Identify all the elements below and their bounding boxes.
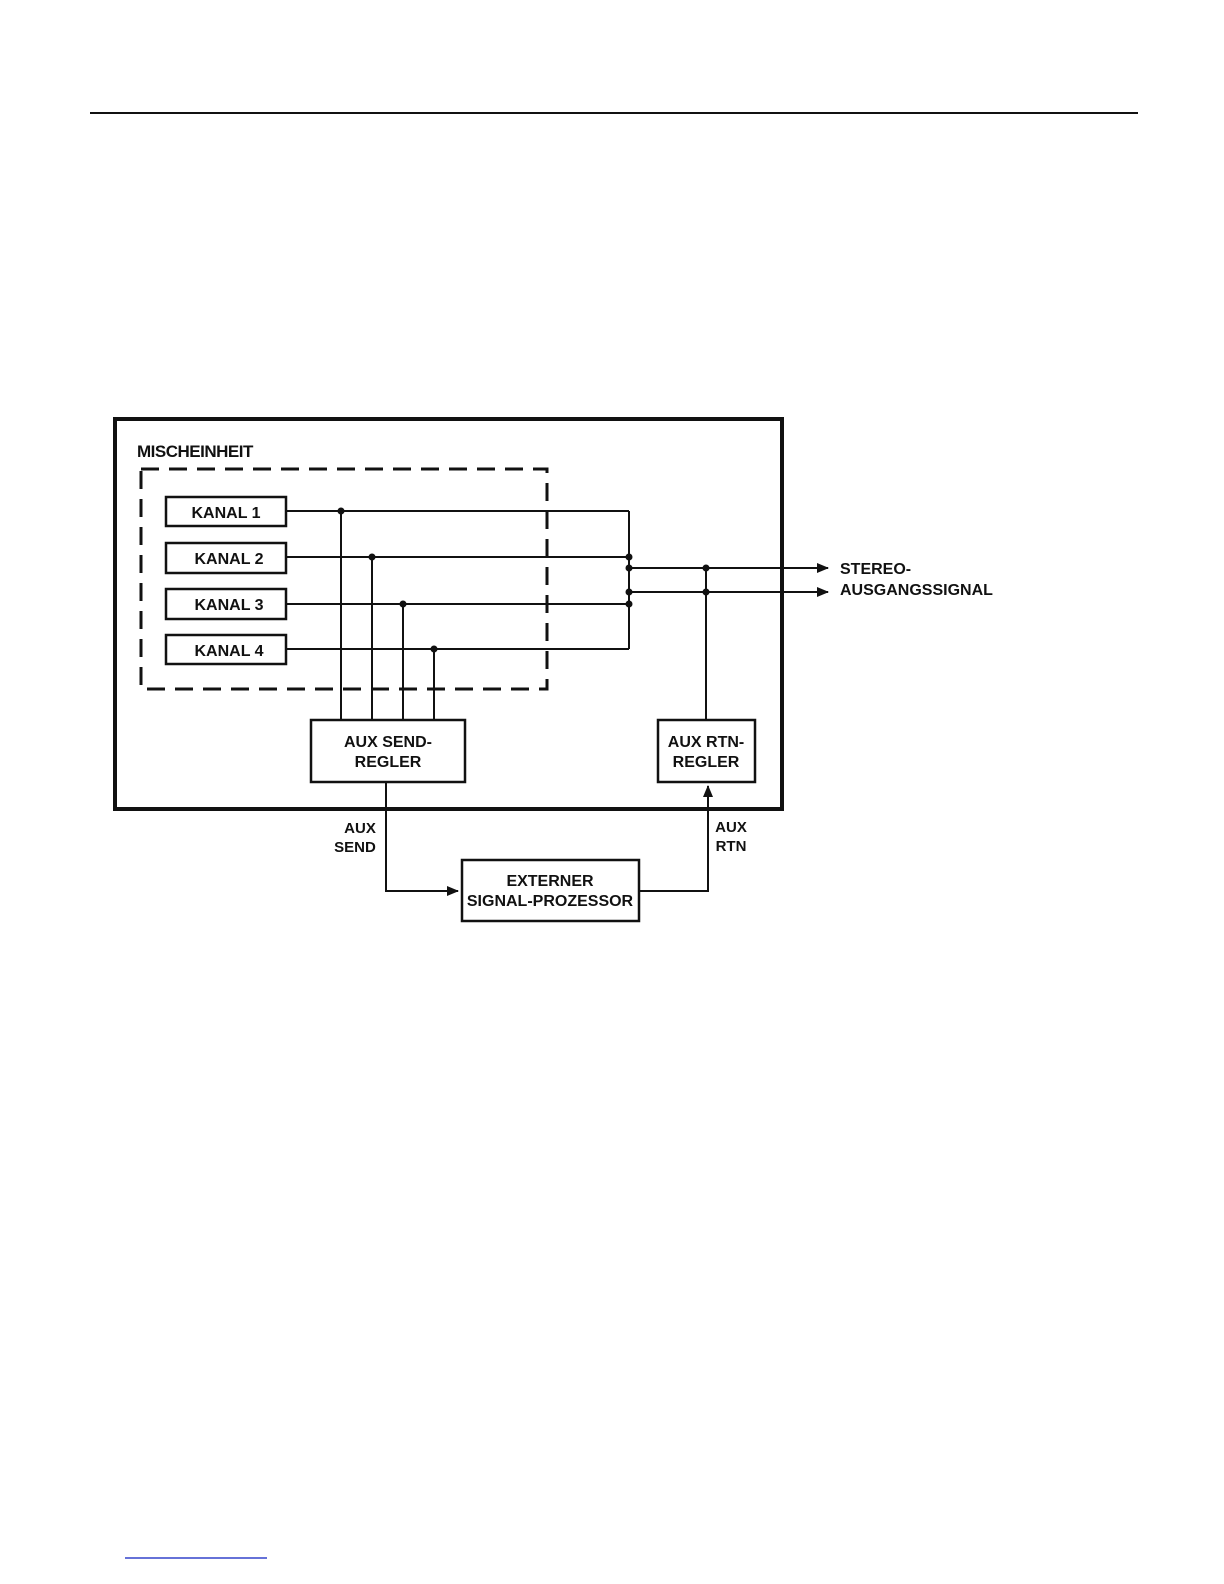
junction-dot <box>626 554 633 561</box>
junction-dot <box>431 646 438 653</box>
aux-send-label-line2: SEND <box>334 839 376 856</box>
channel-label-1: KANAL 1 <box>191 505 260 522</box>
external-processor-line2: SIGNAL-PROZESSOR <box>467 893 634 910</box>
stereo-output-line1: STEREO- <box>840 561 911 578</box>
aux-rtn-label-line1: AUX <box>715 819 747 836</box>
junction-dot <box>626 565 633 572</box>
junction-dot <box>369 554 376 561</box>
external-processor-line1: EXTERNER <box>506 873 594 890</box>
aux-send-label-line1: AUX <box>344 820 376 837</box>
aux-send-control-box <box>311 720 465 782</box>
junction-dot <box>338 508 345 515</box>
aux-send-control-line2: REGLER <box>355 754 422 771</box>
stereo-output-line2: AUSGANGSSIGNAL <box>840 582 993 599</box>
aux-rtn-label-line2: RTN <box>716 838 747 855</box>
channel-label-2: KANAL 2 <box>194 551 263 568</box>
external-processor-box <box>462 860 639 921</box>
junction-dot <box>400 601 407 608</box>
aux-send-control-line1: AUX SEND- <box>344 734 432 751</box>
mixer-title: MISCHEINHEIT <box>137 442 254 461</box>
aux-rtn-control-box <box>658 720 755 782</box>
aux-rtn-path <box>639 786 708 891</box>
aux-rtn-control-line2: REGLER <box>673 754 740 771</box>
aux-rtn-control-line1: AUX RTN- <box>668 734 744 751</box>
junction-dot <box>626 601 633 608</box>
channel-label-3: KANAL 3 <box>194 597 263 614</box>
junction-dot <box>626 589 633 596</box>
aux-send-path <box>386 782 458 891</box>
channel-label-4: KANAL 4 <box>194 643 263 660</box>
